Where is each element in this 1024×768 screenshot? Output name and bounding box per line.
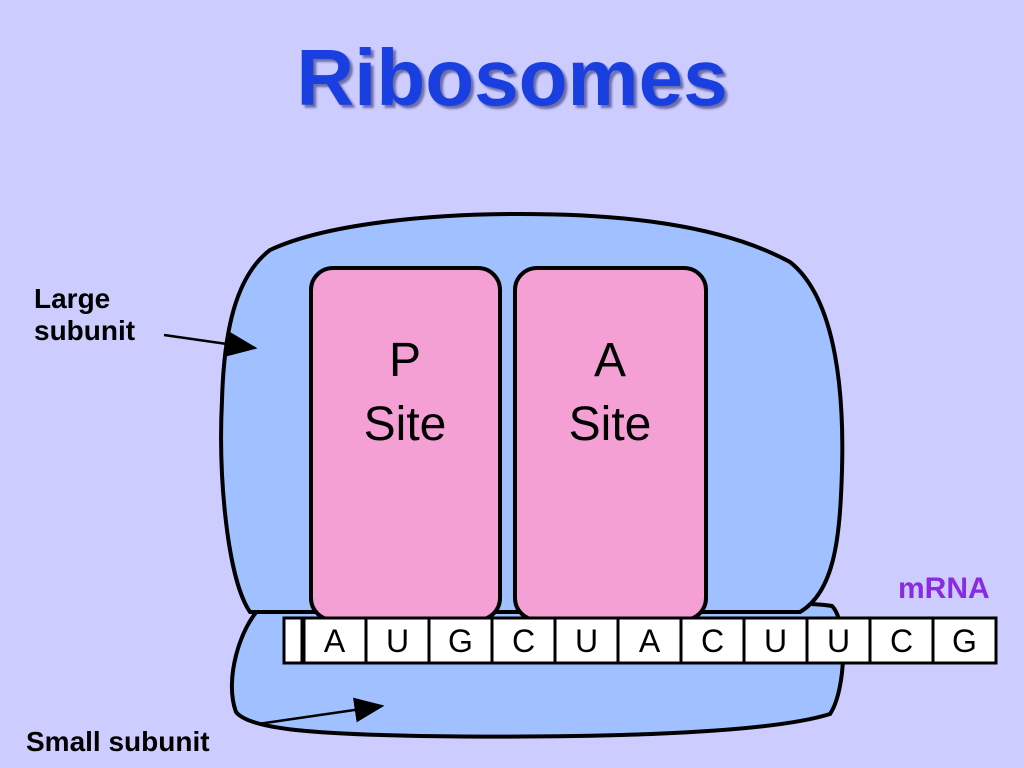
a-site: A Site bbox=[513, 266, 708, 622]
mrna-base: U bbox=[575, 623, 598, 659]
mrna-base: C bbox=[512, 623, 535, 659]
a-site-word: Site bbox=[569, 398, 652, 451]
p-site-letter: P bbox=[389, 334, 421, 387]
mrna-base: U bbox=[827, 623, 850, 659]
a-site-letter: A bbox=[594, 334, 626, 387]
slide-title: Ribosomes bbox=[296, 33, 728, 122]
mrna-base: A bbox=[639, 623, 661, 659]
mrna-base: G bbox=[448, 623, 473, 659]
p-site-word: Site bbox=[364, 398, 447, 451]
p-site: P Site bbox=[309, 266, 502, 622]
large-subunit-label: Large subunit bbox=[34, 283, 136, 347]
mrna-label: mRNA bbox=[898, 572, 990, 605]
mrna-base: U bbox=[386, 623, 409, 659]
mrna-base: C bbox=[701, 623, 724, 659]
large-subunit-arrow bbox=[163, 331, 258, 357]
mrna-base: G bbox=[952, 623, 977, 659]
mrna-base: C bbox=[890, 623, 913, 659]
mrna-strand-outline bbox=[282, 616, 998, 665]
mrna-base: A bbox=[324, 623, 346, 659]
small-subunit-arrow bbox=[257, 697, 385, 726]
mrna-base: U bbox=[764, 623, 787, 659]
small-subunit-label: Small subunit bbox=[26, 726, 210, 757]
